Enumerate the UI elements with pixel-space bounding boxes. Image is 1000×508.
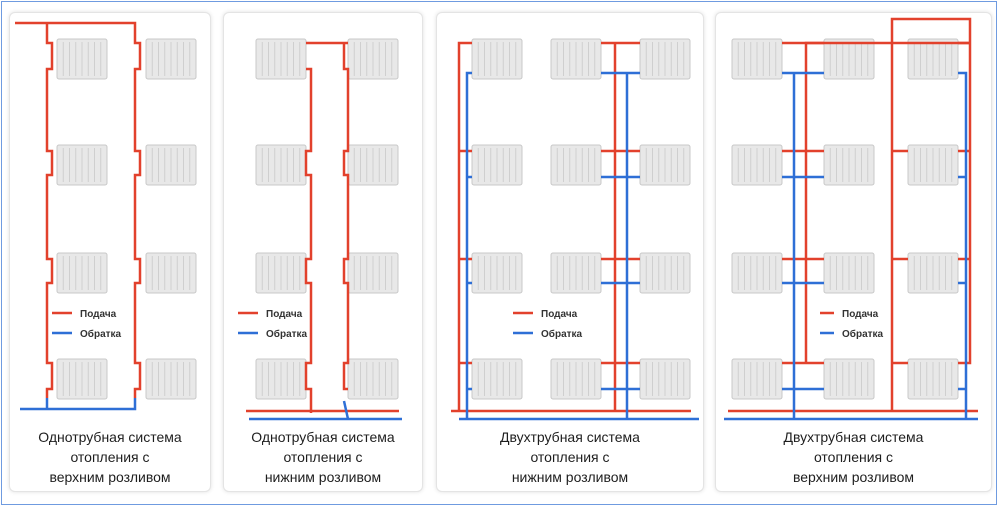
return-link — [342, 400, 350, 420]
legend-supply-label: Подача — [266, 309, 303, 320]
caption: Двухтрубная система отопления с нижним р… — [437, 427, 703, 487]
supply-riser-mid — [892, 149, 908, 365]
caption-line: нижним розливом — [511, 469, 629, 485]
legend: Подача Обратка — [820, 309, 884, 340]
caption-line: отопления с — [283, 449, 363, 465]
caption-line: Однотрубная система — [251, 429, 395, 445]
return-pipe — [20, 398, 137, 411]
legend: Подача Обратка — [52, 309, 122, 340]
legend-supply-label: Подача — [80, 309, 117, 320]
panel-single-pipe-bottom: Подача Обратка Однотрубная система отопл… — [223, 12, 423, 492]
panel-two-pipe-bottom: Подача Обратка Двухтрубная система отопл… — [436, 12, 704, 492]
supply-riser-left — [457, 41, 472, 411]
caption-line: отопления с — [530, 449, 610, 465]
supply-branches — [782, 41, 970, 365]
supply-riser — [304, 67, 313, 413]
supply-top-header — [804, 41, 970, 363]
return-riser-right — [958, 71, 968, 419]
legend-return-label: Обратка — [266, 328, 308, 340]
caption-line: Двухтрубная система — [783, 429, 924, 445]
return-riser — [342, 43, 350, 391]
supply-pipe — [15, 21, 142, 398]
caption-line: отопления с — [813, 449, 894, 465]
supply-riser-right — [601, 41, 640, 411]
legend-return-label: Обратка — [541, 328, 583, 340]
legend: Подача Обратка — [238, 309, 308, 340]
caption-line: верхним розливом — [792, 469, 915, 485]
caption-line: нижним розливом — [264, 469, 382, 485]
diagram-two-pipe-bottom: Подача Обратка — [451, 38, 699, 421]
legend-supply-label: Подача — [541, 309, 578, 320]
caption: Двухтрубная система отопления с верхним … — [716, 427, 991, 487]
caption-line: Однотрубная система — [38, 429, 182, 445]
caption-line: отопления с — [70, 449, 150, 465]
caption-line: верхним розливом — [49, 469, 171, 485]
caption: Однотрубная система отопления с нижним р… — [224, 427, 422, 487]
supply-riser — [45, 23, 54, 398]
panel-single-pipe-top: Подача Обратка Однотрубная система отопл… — [9, 12, 211, 492]
legend-return-label: Обратка — [80, 328, 122, 340]
caption: Однотрубная система отопления с верхним … — [10, 427, 210, 487]
legend-supply-label: Подача — [842, 309, 879, 320]
caption-line: Двухтрубная система — [500, 429, 640, 445]
return-riser-right — [601, 71, 640, 419]
return-riser-left — [782, 71, 824, 419]
legend: Подача Обратка — [513, 309, 583, 340]
diagram-two-pipe-top: Подача Обратка — [724, 17, 978, 421]
legend-return-label: Обратка — [842, 328, 884, 340]
return-riser-left — [465, 71, 472, 419]
diagram-single-pipe-bottom: Подача Обратка — [238, 38, 402, 421]
panel-two-pipe-top: Подача Обратка Двухтрубная система отопл… — [715, 12, 992, 492]
diagram-single-pipe-top: Подача Обратка — [15, 21, 197, 411]
